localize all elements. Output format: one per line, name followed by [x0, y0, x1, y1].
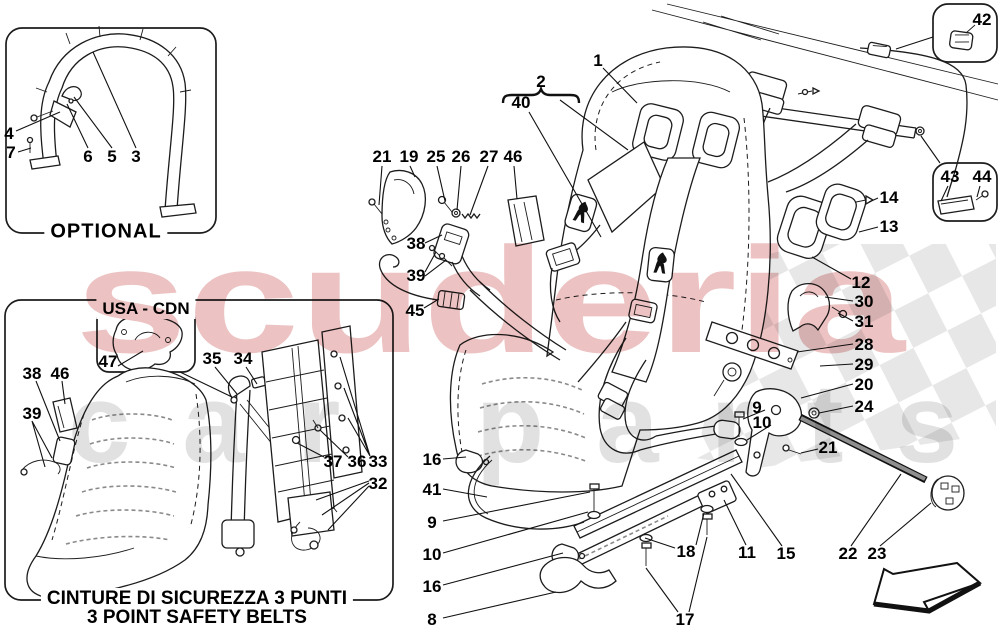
detail-bubble-43-44 — [932, 162, 998, 222]
callout-27: 27 — [479, 147, 499, 166]
callout-16-upper: 16 — [422, 450, 442, 469]
callout-9-left: 9 — [427, 513, 437, 532]
callout-37: 37 — [323, 452, 343, 471]
callout-6: 6 — [83, 147, 93, 166]
callout-38-main: 38 — [406, 234, 426, 253]
callout-19: 19 — [399, 147, 419, 166]
callout-46-usa: 46 — [50, 364, 70, 383]
usa-cdn-seat-art — [4, 299, 394, 601]
callout-24: 24 — [854, 397, 874, 416]
callout-26: 26 — [451, 147, 471, 166]
caption-english: 3 POINT SAFETY BELTS — [81, 607, 313, 629]
callout-21: 21 — [372, 147, 392, 166]
callout-8: 8 — [427, 610, 437, 629]
callout-7: 7 — [6, 143, 16, 162]
callout-20: 20 — [854, 375, 874, 394]
callout-15: 15 — [776, 544, 796, 563]
callout-38-usa: 38 — [22, 364, 42, 383]
callout-14: 14 — [879, 188, 899, 207]
callout-12: 12 — [851, 273, 871, 292]
callout-44: 44 — [972, 167, 992, 186]
callout-25: 25 — [426, 147, 446, 166]
callout-21-right: 21 — [818, 438, 838, 457]
callout-36: 36 — [347, 452, 367, 471]
callout-10-right: 10 — [752, 413, 772, 432]
callout-42: 42 — [972, 10, 992, 29]
callout-39-usa: 39 — [22, 404, 42, 423]
callout-3: 3 — [131, 147, 141, 166]
callout-11: 11 — [738, 543, 756, 562]
detail-bubble-42 — [932, 3, 998, 63]
callout-9-right: 9 — [752, 398, 762, 417]
callout-33: 33 — [368, 452, 388, 471]
callout-17: 17 — [675, 610, 695, 629]
callout-47: 47 — [98, 352, 118, 371]
callout-18: 18 — [676, 542, 696, 561]
callout-28: 28 — [854, 335, 874, 354]
callout-45: 45 — [405, 301, 425, 320]
callout-23: 23 — [867, 544, 887, 563]
callout-5: 5 — [107, 147, 117, 166]
direction-arrow-icon — [872, 561, 982, 614]
usa-cdn-box-label: USA - CDN — [96, 299, 196, 319]
optional-box-label: OPTIONAL — [44, 220, 168, 244]
callout-29: 29 — [854, 355, 874, 374]
callout-16-lower: 16 — [422, 577, 442, 596]
callout-35: 35 — [202, 349, 222, 368]
callout-10-left: 10 — [422, 545, 442, 564]
callout-32: 32 — [368, 474, 388, 493]
callout-22: 22 — [838, 544, 858, 563]
callout-43: 43 — [940, 167, 960, 186]
callout-41: 41 — [422, 480, 442, 499]
callout-34: 34 — [233, 349, 253, 368]
callout-2: 2 — [536, 72, 546, 91]
callout-30: 30 — [854, 292, 874, 311]
callout-13: 13 — [879, 217, 899, 236]
callout-4: 4 — [4, 124, 14, 143]
ferrari-logo-patch — [646, 246, 675, 283]
callout-39-main: 39 — [406, 266, 426, 285]
callout-1: 1 — [593, 51, 603, 70]
leader-lines — [15, 36, 981, 619]
callout-31: 31 — [854, 312, 874, 331]
callout-40: 40 — [511, 93, 531, 112]
caption-italian: CINTURE DI SICUREZZA 3 PUNTI — [40, 588, 354, 610]
callout-46-main: 46 — [503, 147, 523, 166]
